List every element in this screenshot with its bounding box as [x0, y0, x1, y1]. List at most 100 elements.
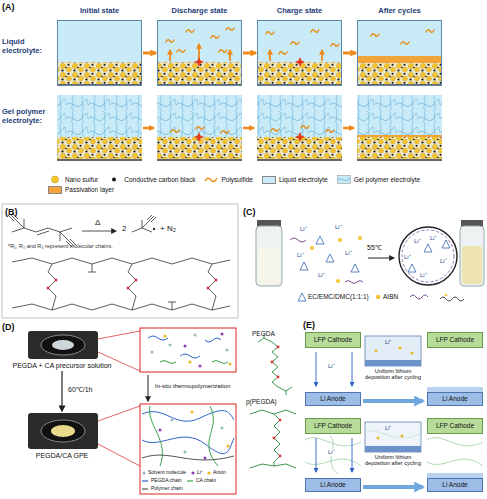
ion-label: Li⁺: [327, 449, 336, 456]
coefficient: 2: [122, 224, 126, 233]
path-shape: [187, 480, 193, 481]
rect-shape: [257, 95, 342, 161]
circle-shape: [310, 246, 314, 250]
polygon-shape: [316, 236, 324, 244]
path-shape: [12, 304, 230, 310]
circle-shape: [204, 457, 207, 460]
polygon-shape: [298, 293, 306, 301]
use-shape: [221, 131, 229, 134]
circle-shape: [127, 287, 130, 290]
circle-shape: [279, 455, 282, 458]
rect-shape: [365, 336, 421, 366]
panel-a-art: [57, 20, 442, 161]
circle-shape: [273, 437, 276, 440]
circle-shape: [338, 238, 342, 242]
rect-shape: [357, 62, 442, 84]
key-text: AIBN: [383, 293, 398, 300]
zoom-inset: Uniform lithium deposition after cycling: [364, 336, 422, 381]
path-shape: [48, 264, 56, 310]
ion-label: Li⁺: [420, 272, 427, 279]
path-shape: [290, 238, 306, 242]
circle-shape: [151, 351, 154, 354]
anode-box: Li Anode: [305, 478, 361, 492]
path-shape: [269, 50, 271, 61]
legend-item: Gel polymer electrolyte: [337, 175, 420, 184]
node-text: PEGDA/CA GPE: [12, 452, 112, 460]
zoom-inset: Uniform lithium deposition after cycling: [364, 422, 422, 467]
edge-label: 60℃/1h: [67, 386, 94, 394]
path-shape: [250, 410, 296, 414]
use-shape: [177, 50, 185, 53]
circle-shape: [159, 429, 162, 432]
key-text: EC/EMC/DMC(1:1:1): [308, 293, 369, 300]
node-text: Li Anode: [442, 395, 467, 402]
cathode-box: LFP Cathode: [305, 332, 361, 348]
rect-shape: [357, 137, 442, 159]
panel-letter: (B): [5, 207, 18, 217]
circle-shape: [169, 344, 172, 347]
rect-shape: [28, 413, 98, 449]
legend-text: Conductive carbon black: [124, 176, 195, 183]
legend-swatch: [48, 186, 62, 194]
legend-item: Nano sulfur: [48, 175, 98, 184]
circle-shape: [215, 279, 218, 282]
circle-shape: [336, 279, 340, 283]
panel-letter: (C): [243, 207, 256, 217]
path-shape: [278, 387, 292, 395]
circle-shape: [401, 435, 404, 438]
circle-shape: [112, 178, 116, 182]
rect-shape: [357, 159, 442, 161]
key-text: Solvent molecule: [148, 470, 186, 476]
legend-item: Liquid electrolyte: [262, 176, 328, 184]
polygon-shape: [326, 254, 334, 262]
path-shape: [272, 342, 278, 387]
node-text: LFP Cathode: [314, 336, 352, 343]
use-shape: [331, 44, 339, 47]
path-shape: [212, 361, 228, 364]
ion-label: Li⁺: [440, 258, 447, 265]
ion-label: Li⁺: [297, 252, 304, 259]
path-shape: [12, 228, 72, 232]
connector-arrow: [61, 371, 62, 411]
circle-shape: [47, 287, 50, 290]
circle-shape: [221, 333, 224, 336]
cathode-box: LFP Cathode: [427, 418, 483, 434]
circle-shape: [229, 363, 232, 366]
path-shape: [142, 480, 148, 481]
path-shape: [168, 302, 176, 310]
rect-shape: [337, 176, 350, 184]
panel-d-art: [28, 328, 296, 494]
use-shape: [401, 42, 409, 45]
circle-shape: [402, 230, 454, 282]
circle-shape: [271, 361, 274, 364]
row-label: Liquid electrolyte:: [2, 38, 55, 55]
column-heading: After cycles: [348, 7, 451, 16]
ion-label: Li⁺: [345, 250, 352, 257]
path-shape: [142, 411, 234, 422]
use-shape: [186, 30, 194, 33]
node-text: Li Anode: [442, 481, 467, 488]
product-label: + N₂: [160, 224, 176, 233]
path-shape: [208, 264, 216, 310]
path-shape: [24, 219, 25, 228]
circle-shape: [221, 427, 224, 430]
g-shape: [12, 258, 230, 310]
ion-label: Li⁺: [414, 238, 421, 245]
use-shape: [279, 52, 287, 55]
connector-arrow: [343, 52, 356, 55]
path-shape: [427, 438, 483, 446]
molecule-label: PEGDA: [252, 330, 275, 337]
polygon-shape: [442, 240, 450, 248]
circle-shape: [207, 287, 210, 290]
ellipse-shape: [41, 335, 85, 355]
path-shape: [229, 50, 231, 61]
path-shape: [142, 488, 148, 489]
ion-label: Li⁺: [335, 224, 342, 231]
use-shape: [194, 132, 204, 142]
legend-text: Passivation layer: [65, 186, 114, 193]
path-shape: [363, 399, 423, 403]
path-shape: [321, 50, 323, 61]
photo-box: PEGDA + CA precursor solution: [12, 330, 112, 370]
rect-shape: [57, 20, 142, 86]
